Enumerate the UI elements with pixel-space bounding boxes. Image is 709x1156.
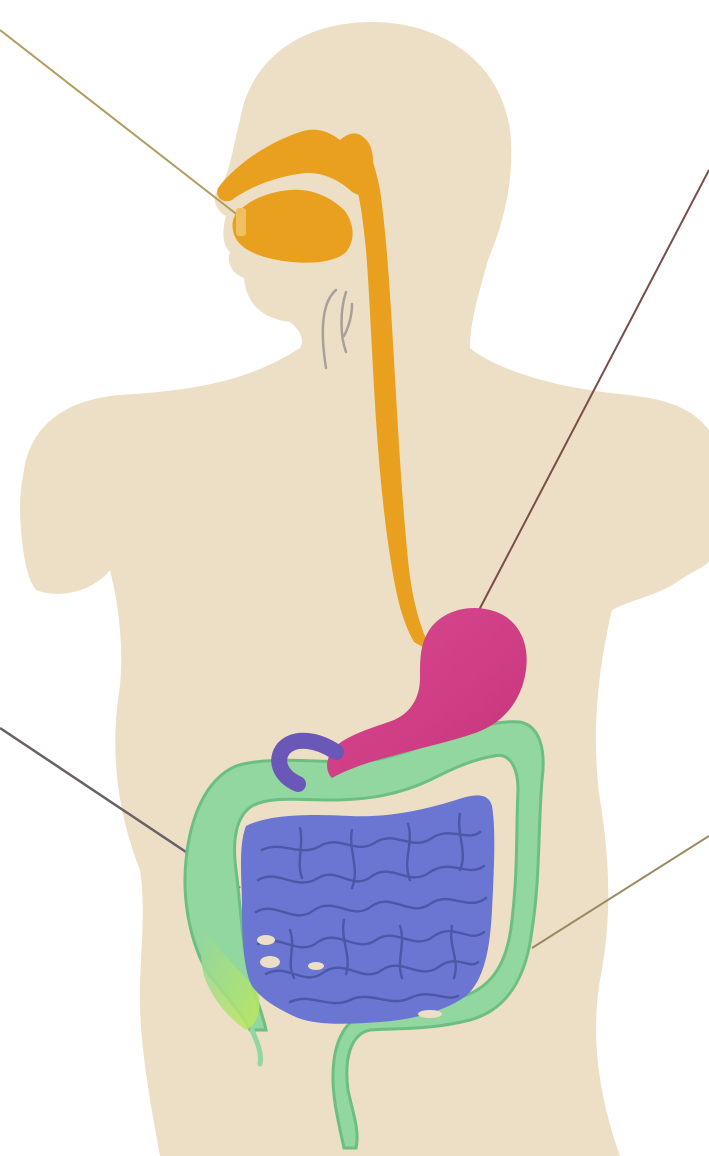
mouth-leader-line [0,30,244,220]
lip-highlight [236,208,246,236]
body-silhouette [20,22,709,540]
small-intestine [241,786,494,1024]
